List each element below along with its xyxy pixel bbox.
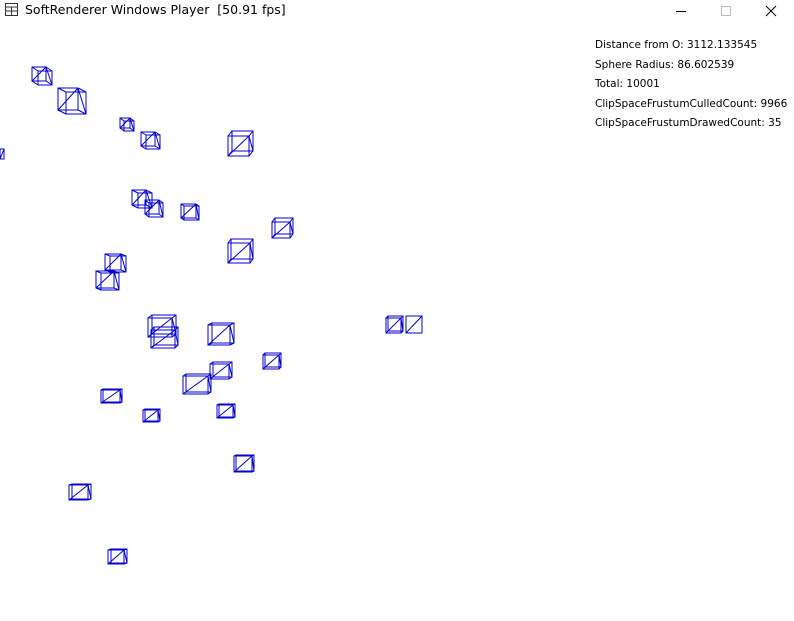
wireframe-cube [216, 403, 236, 419]
wireframe-cube [209, 361, 233, 380]
wireframe-cube [227, 130, 254, 157]
maximize-icon [721, 5, 731, 16]
wireframe-cube [233, 454, 255, 473]
stat-culled-count: ClipSpaceFrustumCulledCount: 9966 [595, 97, 788, 110]
wireframe-cube [142, 408, 161, 423]
wireframe-cube [68, 483, 92, 501]
minimize-button[interactable] [658, 0, 704, 21]
grid-window-icon [5, 3, 18, 16]
wireframe-cube [271, 217, 294, 239]
wireframe-cube [119, 117, 135, 132]
wireframe-cube [144, 199, 164, 218]
window-title: SoftRenderer Windows Player [50.91 fps] [25, 2, 286, 17]
stat-distance: Distance from O: 3112.133545 [595, 39, 758, 51]
wireframe-cube [207, 322, 235, 346]
stat-drawed-count: ClipSpaceFrustumDrawedCount: 35 [595, 117, 782, 130]
minimize-icon [676, 10, 686, 12]
wireframe-cube [405, 315, 423, 334]
wireframe-cube [147, 314, 177, 338]
close-button[interactable] [748, 0, 794, 21]
stat-total: Total: 10001 [595, 78, 660, 91]
wireframe-cube [385, 315, 404, 334]
render-viewport [0, 66, 423, 565]
title-bar[interactable]: SoftRenderer Windows Player [50.91 fps] [0, 0, 794, 21]
wireframe-cube [104, 253, 127, 273]
wireframe-cube [100, 388, 123, 404]
wireframe-cube [31, 66, 53, 86]
wireframe-cube [180, 203, 200, 221]
wireframe-cube [227, 238, 254, 264]
stats-overlay: Distance from O: 3112.133545 Sphere Radi… [595, 36, 787, 134]
wireframe-cube [57, 87, 87, 115]
wireframe-cube [0, 148, 5, 160]
wireframe-cube [95, 270, 120, 291]
wireframe-cube [182, 373, 212, 395]
wireframe-cube [107, 548, 128, 565]
stat-sphere-radius: Sphere Radius: 86.602539 [595, 58, 735, 71]
maximize-button[interactable] [703, 0, 749, 21]
wireframe-cube [140, 131, 161, 150]
wireframe-cube [150, 326, 179, 349]
wireframe-cube [262, 352, 282, 370]
close-icon [765, 5, 777, 16]
